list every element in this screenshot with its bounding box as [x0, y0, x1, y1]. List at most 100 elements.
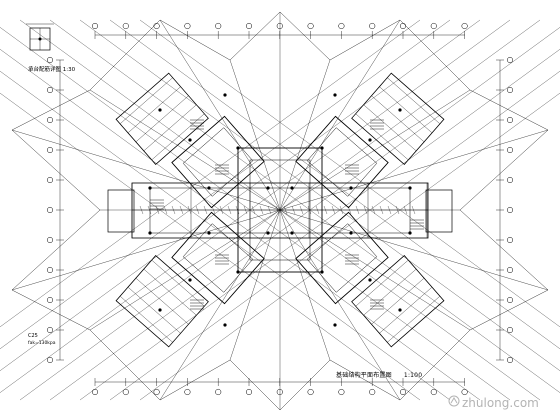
axis-bubble: [245, 22, 253, 30]
beam-line: [143, 268, 197, 316]
hatch-mark: [219, 205, 224, 215]
column: [398, 108, 402, 112]
hatch-mark: [195, 205, 200, 215]
axis-bubble: [506, 206, 514, 214]
beam-line: [119, 77, 173, 124]
axis-bubble: [430, 22, 437, 30]
beam-line: [379, 86, 433, 133]
axis-bubble: [153, 388, 160, 396]
column: [148, 231, 152, 235]
wing-outer-block: [351, 255, 445, 348]
axis-bubble: [399, 22, 407, 30]
axis-bubble: [46, 266, 54, 274]
axis-bubble: [506, 146, 514, 154]
wing-block: [171, 115, 265, 209]
beam-line: [143, 104, 197, 152]
axis-bubble: [46, 116, 54, 124]
wing-outer-block: [115, 255, 209, 348]
column: [368, 278, 372, 282]
axis-bubble: [506, 356, 514, 364]
wing-block: [171, 211, 265, 305]
hatch-mark: [203, 205, 208, 215]
axis-bubble: [46, 206, 54, 214]
axis-bubble: [430, 388, 437, 396]
wing-inner: [182, 127, 254, 197]
axis-bubble: [215, 22, 222, 30]
hatch-mark: [371, 205, 376, 215]
wing-inner: [182, 223, 254, 293]
hatch-mark: [299, 205, 304, 215]
beam-line: [151, 259, 205, 307]
axis-bubble: [307, 388, 314, 396]
axis-bubble: [506, 266, 514, 274]
axis-bubble: [46, 176, 54, 184]
hatch-mark: [155, 205, 160, 215]
beam-line: [127, 86, 181, 133]
axis-bubble: [506, 236, 514, 244]
hatch-mark: [403, 205, 408, 215]
beam-line: [363, 104, 417, 152]
beam-line: [387, 77, 441, 124]
beam-line: [135, 277, 189, 325]
column: [398, 308, 402, 312]
column: [266, 231, 270, 235]
construction-line: [279, 209, 331, 361]
detail-pile: [38, 37, 42, 41]
hatch-mark: [179, 205, 184, 215]
hatch-mark: [315, 205, 320, 215]
column: [408, 231, 412, 235]
construction-line: [279, 89, 471, 211]
note-bearing-capacity: fak=130kpa: [28, 341, 56, 346]
corridor-inner: [149, 187, 411, 234]
hatch-mark: [187, 205, 192, 215]
hatch-mark: [323, 205, 328, 215]
beam-line: [355, 259, 409, 307]
construction-line: [229, 209, 281, 361]
column: [236, 270, 240, 274]
beam-line: [151, 113, 205, 161]
hatch-mark: [227, 205, 232, 215]
axis-bubble: [122, 22, 129, 30]
hatch-mark: [235, 205, 240, 215]
hatch-mark: [283, 205, 288, 215]
column: [236, 146, 240, 150]
beam-line: [363, 268, 417, 316]
hatch-mark: [331, 205, 336, 215]
column: [368, 138, 372, 142]
axis-bubble: [276, 388, 283, 396]
axis-bubble: [46, 56, 54, 64]
axis-bubble: [369, 22, 376, 30]
hatch-mark: [139, 205, 144, 215]
beam-line: [387, 296, 441, 343]
axis-bubble: [184, 388, 191, 396]
axis-bubble: [276, 22, 283, 30]
hatch-mark: [347, 205, 352, 215]
axis-bubble: [506, 56, 514, 64]
column: [333, 93, 337, 97]
construction-line: [89, 89, 281, 211]
axis-bubble: [91, 388, 99, 396]
axis-bubble: [153, 22, 160, 30]
watermark-logo-icon: [448, 395, 460, 407]
wing-outer-block: [115, 72, 209, 165]
axis-bubble: [338, 388, 345, 396]
construction-line: [89, 209, 281, 331]
hatch-mark: [363, 205, 368, 215]
column: [223, 93, 227, 97]
plan-title: 基础结构平面布置图 1:100: [336, 373, 422, 379]
construction-line: [279, 59, 331, 211]
hatch-mark: [171, 205, 176, 215]
axis-bubble: [91, 22, 99, 30]
construction-line: [159, 209, 281, 401]
beam-line: [371, 277, 425, 325]
wing-block: [295, 211, 389, 305]
axis-bubble: [506, 326, 514, 334]
note-concrete-grade: C25: [28, 333, 38, 339]
end-block-left: [107, 189, 135, 233]
column: [223, 323, 227, 327]
beam-line: [355, 113, 409, 161]
axis-bubble: [46, 236, 54, 244]
axis-bubble: [122, 388, 129, 396]
column: [207, 186, 211, 190]
